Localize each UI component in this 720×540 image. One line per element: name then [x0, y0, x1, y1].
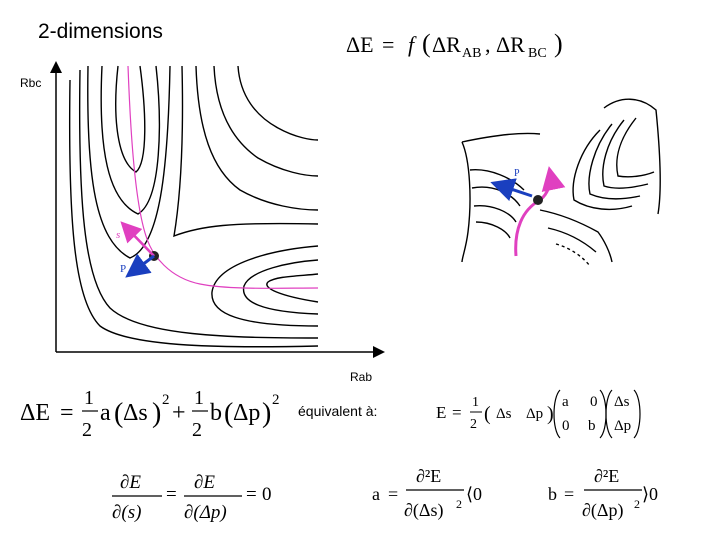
- svg-text:BC: BC: [528, 46, 547, 61]
- surface-saddle-point: [533, 195, 543, 205]
- surface-line: [474, 206, 516, 222]
- surface-p-label: P: [514, 168, 520, 179]
- quadratic-energy-equation: ΔE = 1 2 a ( Δs ) 2 + 1 2 b ( Δp ) 2: [20, 387, 280, 441]
- svg-text:f: f: [408, 32, 417, 57]
- svg-text:∂E: ∂E: [194, 472, 215, 493]
- contour-line: [238, 66, 318, 140]
- surface-line: [540, 210, 612, 262]
- svg-text:Δs: Δs: [614, 394, 630, 410]
- s-marker-label: s: [116, 229, 120, 241]
- surface-edge: [462, 133, 540, 142]
- svg-text:1: 1: [472, 395, 479, 410]
- svg-text:E: E: [436, 403, 446, 422]
- surface-line: [476, 222, 510, 238]
- svg-text:2: 2: [470, 417, 477, 432]
- contour-line: [174, 66, 318, 236]
- svg-text:=: =: [382, 32, 394, 57]
- svg-text:ΔR: ΔR: [432, 32, 461, 57]
- svg-text:∂²E: ∂²E: [416, 466, 441, 486]
- p-vector: [130, 256, 154, 274]
- svg-text:a: a: [100, 400, 111, 426]
- surface-line: [556, 244, 590, 266]
- svg-text:⟨0: ⟨0: [466, 484, 482, 504]
- surface-reaction-path: [516, 172, 551, 256]
- svg-text:(: (: [114, 398, 123, 429]
- svg-text:∂E: ∂E: [120, 472, 141, 493]
- svg-text:∂(s): ∂(s): [112, 502, 141, 523]
- gradient-zero-equation: ∂E ∂(s) = ∂E ∂(Δp) = 0: [112, 472, 272, 523]
- svg-text:): ): [554, 29, 563, 58]
- svg-text:): ): [262, 398, 271, 429]
- svg-text:ΔR: ΔR: [496, 32, 525, 57]
- p-marker-label: P: [120, 263, 126, 275]
- svg-text:): ): [152, 398, 161, 429]
- svg-text:b: b: [548, 484, 557, 504]
- svg-text:1: 1: [84, 387, 94, 409]
- matrix-energy-equation: E = 1 2 ( Δs Δp ) a 0 0 b Δs Δp: [436, 390, 640, 438]
- svg-text:=: =: [60, 400, 74, 426]
- contour-line: [196, 66, 318, 210]
- svg-text:∂(Δp): ∂(Δp): [582, 500, 623, 521]
- svg-text:2: 2: [162, 392, 170, 408]
- contour-line: [101, 66, 159, 214]
- svg-text:2: 2: [192, 419, 202, 441]
- a-curvature-equation: a = ∂²E ∂(Δs) 2 ⟨0: [372, 466, 482, 521]
- surface-edge: [604, 99, 660, 214]
- energy-function-equation: ΔE = f ( ΔR AB , ΔR BC ): [346, 29, 563, 61]
- svg-text:∂²E: ∂²E: [594, 466, 619, 486]
- svg-text:Δp: Δp: [233, 400, 260, 426]
- svg-text:Δs: Δs: [123, 400, 148, 426]
- svg-text:2: 2: [82, 419, 92, 441]
- surface-edge: [462, 142, 470, 262]
- surface-line: [603, 120, 648, 188]
- svg-text:ΔE: ΔE: [20, 400, 50, 426]
- svg-text:b: b: [588, 418, 596, 434]
- svg-text:ΔE: ΔE: [346, 32, 374, 57]
- svg-text:+: +: [172, 400, 186, 426]
- svg-text:AB: AB: [462, 46, 481, 61]
- contour-line: [212, 246, 318, 326]
- svg-text:2: 2: [272, 392, 280, 408]
- svg-text:a: a: [372, 484, 380, 504]
- svg-text:Δp: Δp: [614, 418, 631, 434]
- svg-text:(: (: [484, 403, 491, 425]
- b-curvature-equation: b = ∂²E ∂(Δp) 2 ⟩0: [548, 466, 658, 521]
- svg-text:1: 1: [194, 387, 204, 409]
- svg-text:a: a: [562, 394, 569, 410]
- svg-text:,: ,: [485, 32, 491, 57]
- svg-text:⟩0: ⟩0: [642, 484, 658, 504]
- svg-text:=: =: [452, 403, 462, 422]
- surface-line: [548, 228, 596, 252]
- svg-text:Δp: Δp: [526, 406, 543, 422]
- svg-text:2: 2: [634, 497, 640, 511]
- surface-3d-sketch: [462, 99, 660, 266]
- svg-text:=: =: [388, 484, 398, 504]
- svg-text:b: b: [210, 400, 222, 426]
- svg-text:0: 0: [562, 418, 570, 434]
- svg-text:=: =: [564, 484, 574, 504]
- surface-p-vector: [496, 184, 532, 196]
- contour-lines: [70, 66, 318, 347]
- svg-text:0: 0: [590, 394, 598, 410]
- svg-text:0: 0: [262, 484, 272, 505]
- surface-line: [617, 118, 654, 177]
- svg-text:∂(Δp): ∂(Δp): [184, 502, 227, 523]
- svg-text:∂(Δs): ∂(Δs): [404, 500, 443, 521]
- svg-text:=: =: [166, 484, 177, 505]
- svg-text:Δs: Δs: [496, 406, 512, 422]
- contour-line: [244, 260, 318, 314]
- contour-line: [70, 80, 318, 347]
- svg-text:=: =: [246, 484, 257, 505]
- svg-text:2: 2: [456, 497, 462, 511]
- svg-text:(: (: [224, 398, 233, 429]
- svg-text:): ): [547, 403, 554, 425]
- surface-s-label: s: [548, 180, 552, 191]
- svg-text:(: (: [422, 29, 431, 58]
